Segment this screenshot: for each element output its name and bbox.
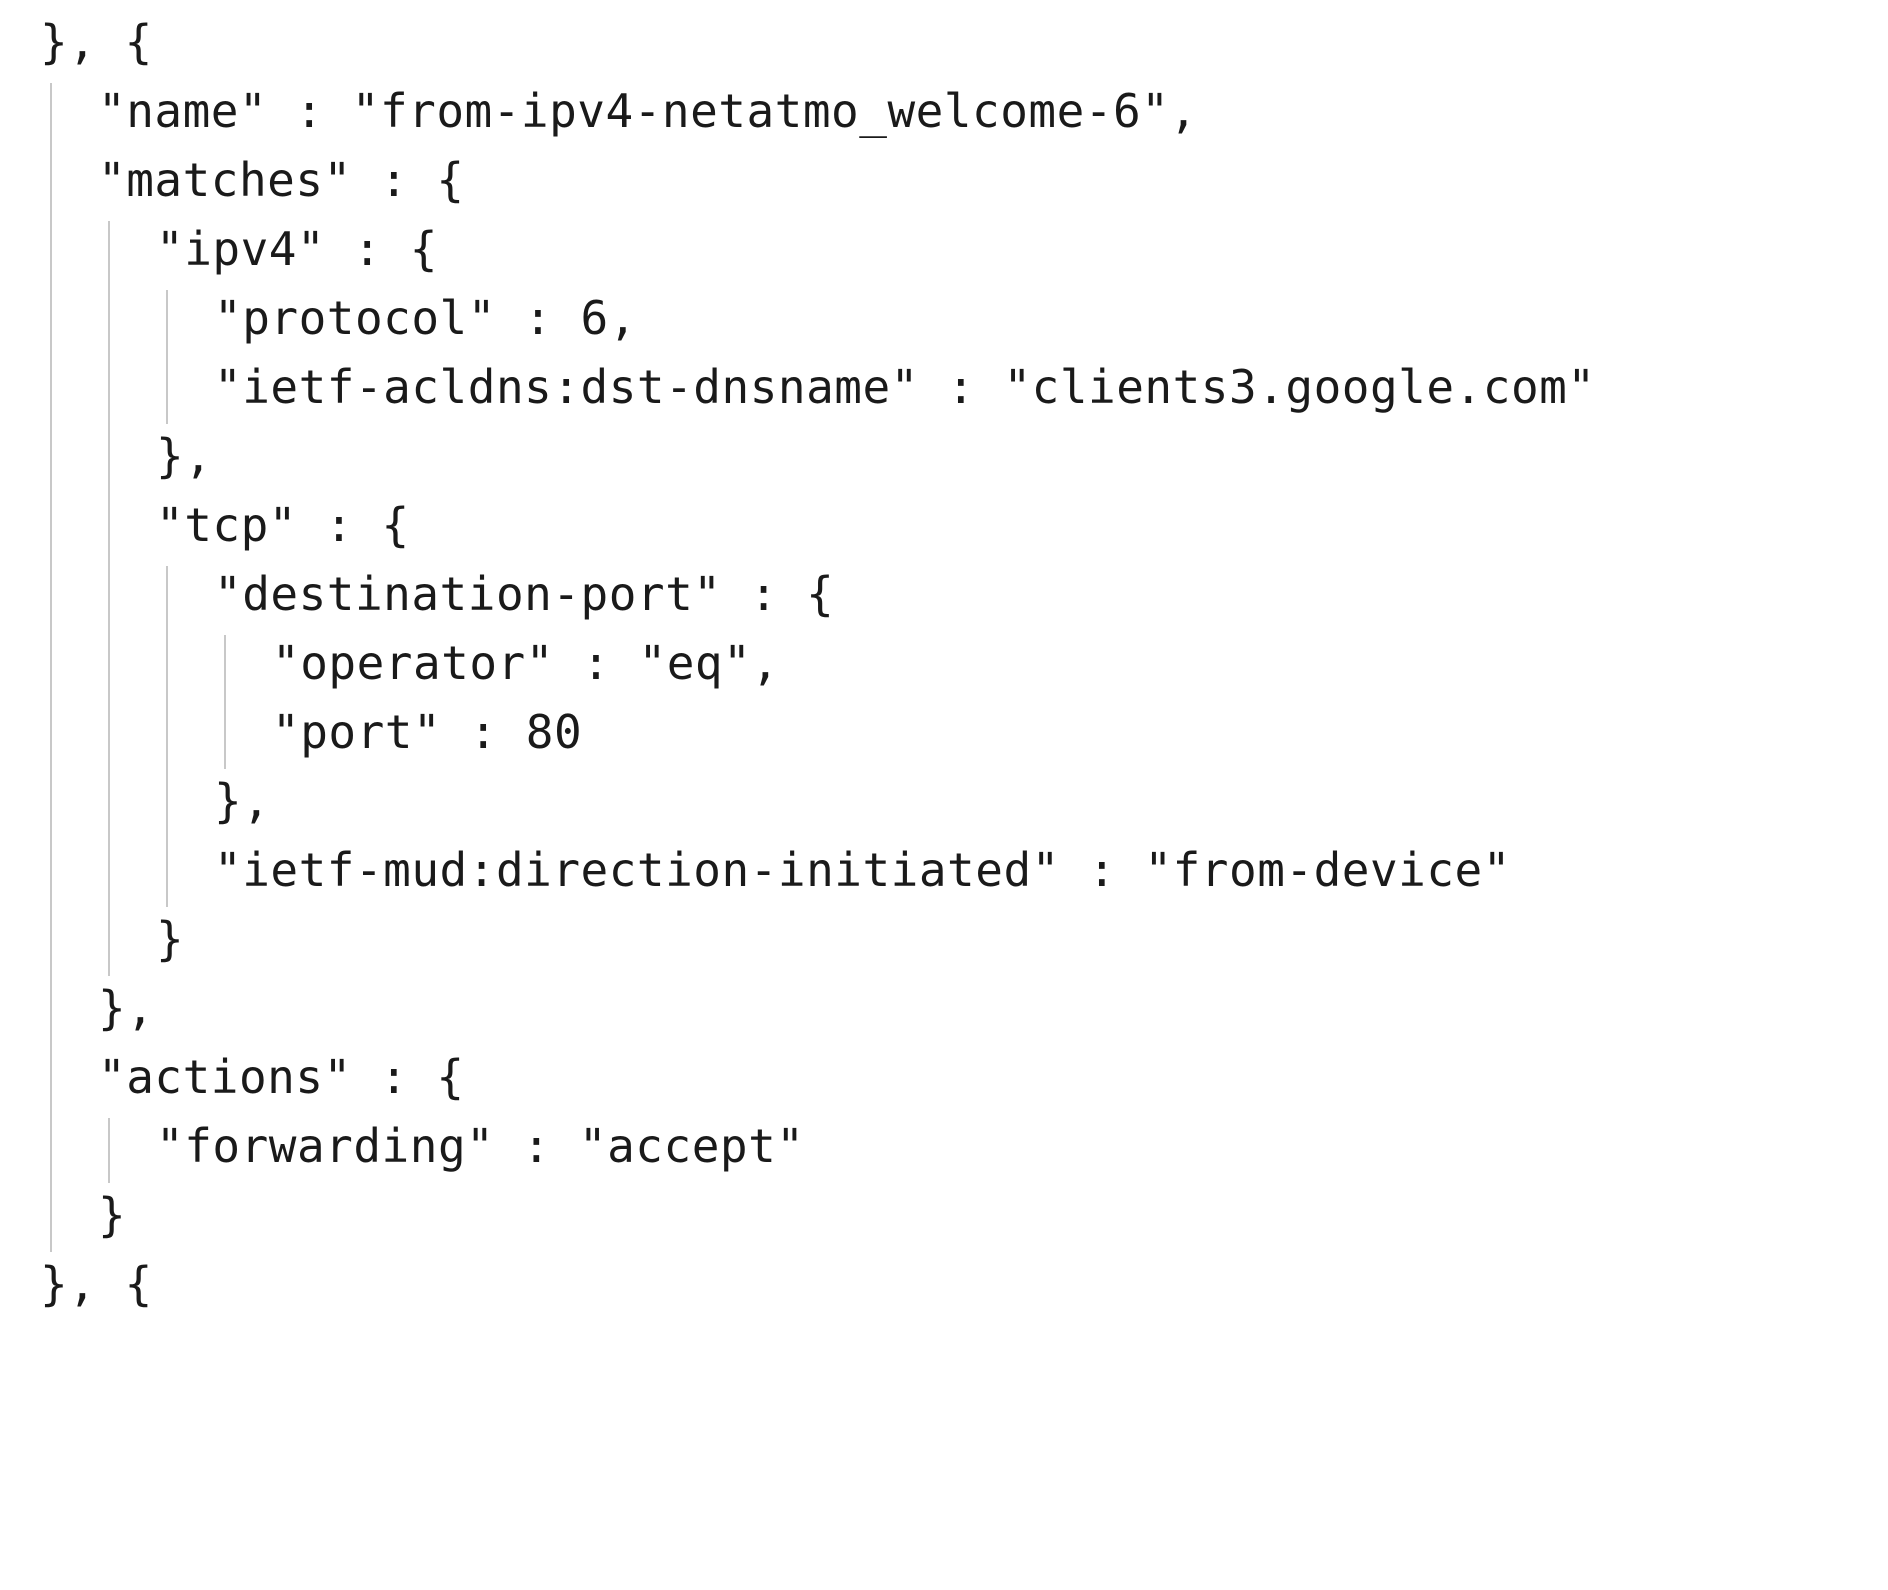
code-line: } [156,912,185,966]
indent-guide [108,221,110,976]
code-line: "forwarding" : "accept" [156,1119,805,1173]
code-line: "actions" : { [98,1050,465,1104]
code-line: }, [98,981,155,1035]
code-line: }, { [40,1257,153,1311]
indent-guide [166,566,168,907]
code-line: "operator" : "eq", [272,636,780,690]
code-line: "port" : 80 [272,705,583,759]
code-line: "matches" : { [98,153,465,207]
code-line: }, [214,774,271,828]
code-line: }, { [40,15,153,69]
code-line: "ietf-mud:direction-initiated" : "from-d… [214,843,1511,897]
indent-guide [224,635,226,769]
code-line: "ietf-acldns:dst-dnsname" : "clients3.go… [214,360,1596,414]
code-line: "name" : "from-ipv4-netatmo_welcome-6", [98,84,1198,138]
code-line: "destination-port" : { [214,567,835,621]
code-line: "ipv4" : { [156,222,438,276]
indent-guide [50,83,52,1252]
code-line: } [98,1188,127,1242]
code-line: }, [156,429,213,483]
code-line: "protocol" : 6, [214,291,637,345]
indent-guide [108,1118,110,1183]
indent-guide [166,290,168,424]
code-line: "tcp" : { [156,498,410,552]
